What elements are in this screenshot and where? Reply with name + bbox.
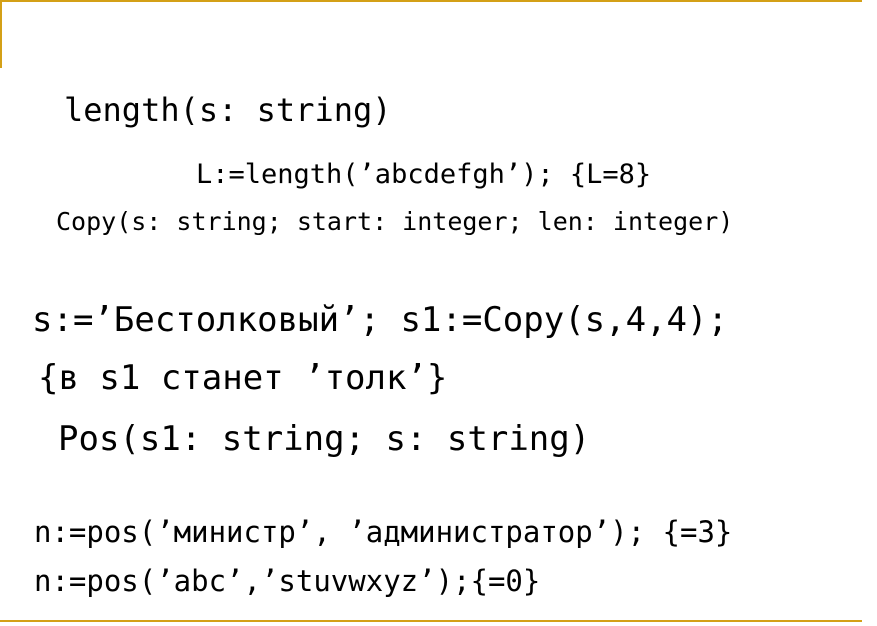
copy-signature: Copy(s: string; start: integer; len: int… (56, 207, 734, 236)
length-signature: length(s: string) (64, 91, 392, 129)
copy-example-comment: {в s1 станет ’толк’} (38, 358, 448, 398)
copy-example: s:=’Бестолковый’; s1:=Copy(s,4,4); (32, 300, 728, 340)
length-example: L:=length(’abcdefgh’); {L=8} (196, 159, 652, 190)
slide-frame-top-border (0, 0, 862, 2)
slide-frame-bottom-border (0, 620, 862, 622)
pos-signature: Pos(s1: string; s: string) (58, 419, 591, 459)
slide-frame-left-border (0, 0, 2, 68)
pos-example-2: n:=pos(’abc’,’stuvwxyz’);{=0} (34, 564, 541, 598)
pos-example-1: n:=pos(’министр’, ’администратор’); {=3} (34, 515, 733, 549)
